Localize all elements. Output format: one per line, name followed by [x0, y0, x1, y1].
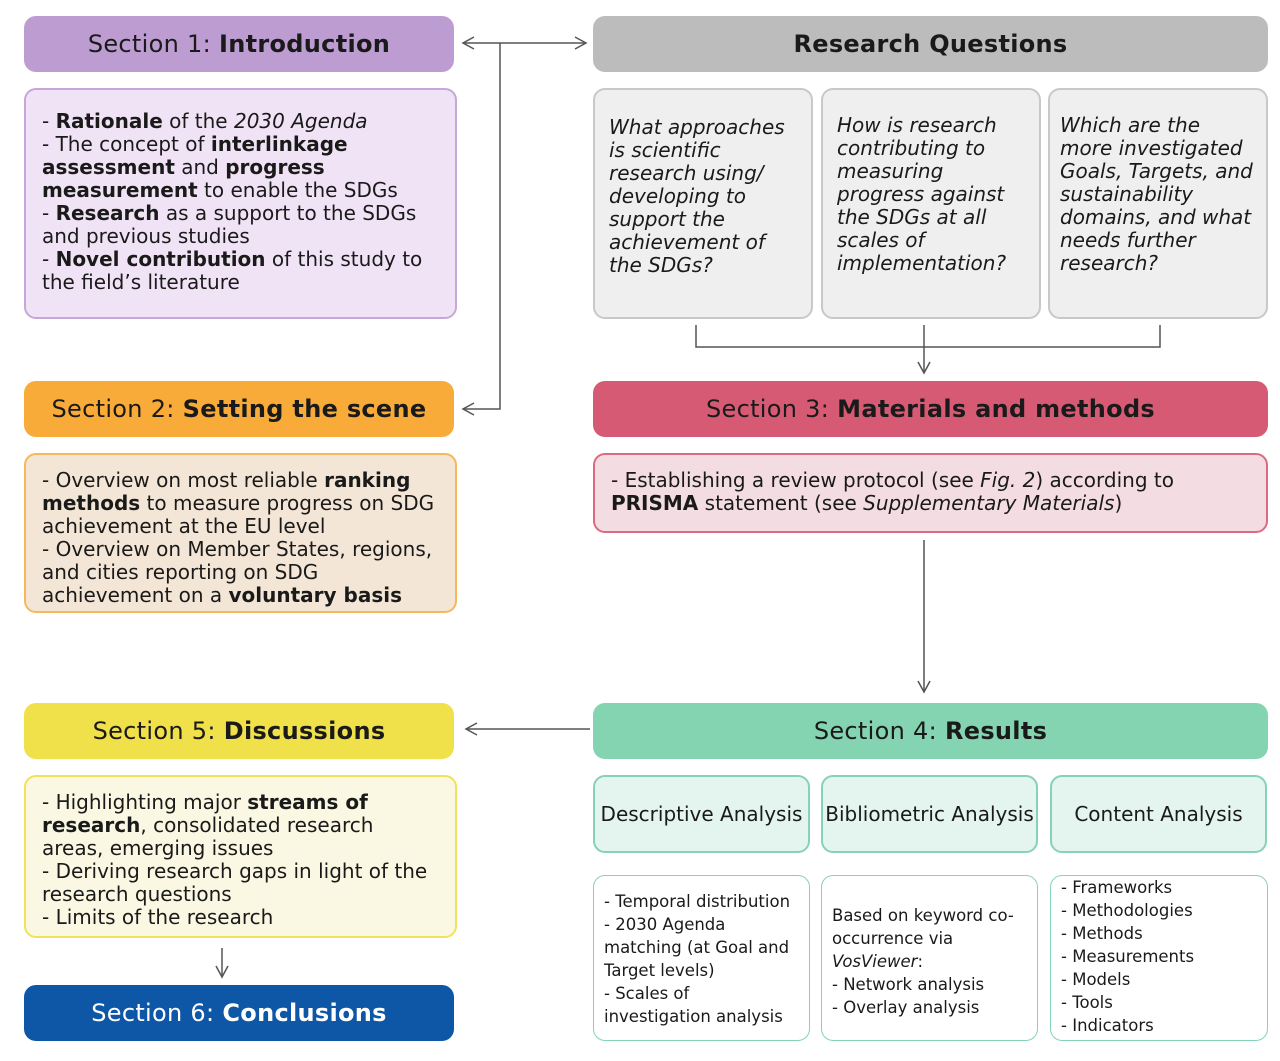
detail-item: - Methodologies: [1061, 901, 1193, 920]
section1-item: - The concept of interlinkage assessment…: [42, 132, 398, 202]
section6-prefix: Section 6:: [91, 999, 215, 1027]
detail-intro: Based on keyword co-occurrence via VosVi…: [832, 906, 1014, 971]
section2-title: Setting the scene: [182, 395, 427, 423]
section3-body: - Establishing a review protocol (see Fi…: [593, 453, 1268, 533]
section6-title: Conclusions: [222, 999, 387, 1027]
content-analysis-label: Content Analysis: [1050, 775, 1267, 853]
research-question-1: What approaches is scientific research u…: [593, 88, 813, 319]
section5-item: - Highlighting major streams of research…: [42, 790, 374, 860]
section1-item: - Research as a support to the SDGs and …: [42, 201, 417, 248]
section2-item: - Overview on Member States, regions, an…: [42, 537, 433, 607]
section4-prefix: Section 4:: [813, 717, 937, 745]
detail-item: - Indicators: [1061, 1016, 1154, 1035]
section4-title: Results: [944, 717, 1048, 745]
research-question-3: Which are the more investigated Goals, T…: [1048, 88, 1268, 319]
rq-bracket: [695, 325, 1161, 348]
detail-item: - Methods: [1061, 924, 1143, 943]
detail-item: - Overlay analysis: [832, 998, 980, 1017]
section5-item: - Limits of the research: [42, 905, 274, 929]
section4-header: Section 4:Results: [593, 703, 1268, 759]
research-question-2: How is research contributing to measurin…: [821, 88, 1041, 319]
detail-item: - Temporal distribution: [604, 892, 791, 911]
research-questions-title: Research Questions: [793, 30, 1068, 58]
section2-prefix: Section 2:: [51, 395, 175, 423]
descriptive-analysis-label: Descriptive Analysis: [593, 775, 810, 853]
section5-body: - Highlighting major streams of research…: [24, 775, 457, 938]
section1-item: - Novel contribution of this study to th…: [42, 247, 423, 294]
descriptive-analysis-details: - Temporal distribution - 2030 Agenda ma…: [593, 875, 810, 1041]
detail-item: - 2030 Agenda matching (at Goal and Targ…: [604, 915, 790, 980]
research-questions-header: Research Questions: [593, 16, 1268, 72]
detail-item: - Measurements: [1061, 947, 1195, 966]
section5-item: - Deriving research gaps in light of the…: [42, 859, 428, 906]
section5-title: Discussions: [223, 717, 386, 745]
section3-title: Materials and methods: [837, 395, 1156, 423]
section1-body: - Rationale of the 2030 Agenda - The con…: [24, 88, 457, 319]
section2-item: - Overview on most reliable ranking meth…: [42, 468, 435, 538]
section5-header: Section 5:Discussions: [24, 703, 454, 759]
arrow-intro-to-section2: [461, 43, 501, 416]
detail-item: - Network analysis: [832, 975, 985, 994]
content-analysis-details: - Frameworks - Methodologies - Methods -…: [1050, 875, 1268, 1041]
bibliometric-analysis-label: Bibliometric Analysis: [821, 775, 1038, 853]
section1-header: Section 1:Introduction: [24, 16, 454, 72]
section2-header: Section 2:Setting the scene: [24, 381, 454, 437]
section3-header: Section 3:Materials and methods: [593, 381, 1268, 437]
section1-item: - Rationale of the 2030 Agenda: [42, 109, 368, 133]
section1-title: Introduction: [218, 30, 391, 58]
section1-prefix: Section 1:: [87, 30, 211, 58]
section3-prefix: Section 3:: [705, 395, 830, 423]
section5-prefix: Section 5:: [92, 717, 216, 745]
section2-body: - Overview on most reliable ranking meth…: [24, 453, 457, 613]
bibliometric-analysis-details: Based on keyword co-occurrence via VosVi…: [821, 875, 1038, 1041]
detail-item: - Tools: [1061, 993, 1113, 1012]
detail-item: - Models: [1061, 970, 1131, 989]
detail-item: - Frameworks: [1061, 878, 1173, 897]
detail-item: - Scales of investigation analysis: [604, 984, 783, 1026]
section6-header: Section 6:Conclusions: [24, 985, 454, 1041]
